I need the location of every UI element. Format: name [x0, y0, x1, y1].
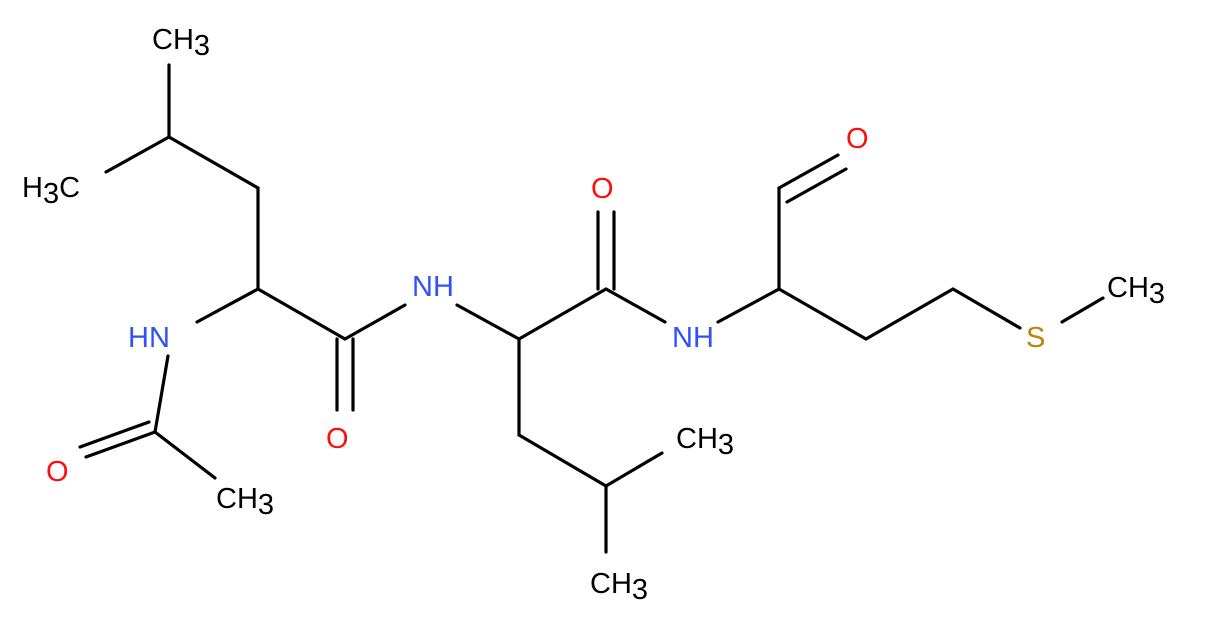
bond [455, 303, 521, 341]
atom-o-amide2: O [591, 173, 614, 205]
bond [951, 287, 1022, 330]
bond [785, 167, 848, 204]
bond [153, 430, 217, 480]
atom-ch3-leu2-a: CH3 [676, 423, 734, 461]
bond [104, 135, 171, 174]
bond [256, 287, 347, 341]
atom-h3c-left: H3C [22, 172, 80, 210]
bond [777, 153, 840, 190]
bond [604, 287, 667, 324]
bond [195, 287, 260, 324]
bond [343, 303, 407, 341]
bond [84, 430, 157, 459]
atom-ch3-s: CH3 [1107, 272, 1165, 310]
bond [517, 287, 608, 341]
bond [716, 287, 781, 324]
atom-ch3-leu2-b: CH3 [590, 568, 648, 606]
atom-o-amide1: O [326, 423, 349, 455]
bond [604, 451, 664, 488]
atom-hn-left: HN [128, 322, 170, 354]
bond [153, 354, 170, 434]
atom-nh-amide2: NH [672, 322, 714, 354]
bond [78, 420, 151, 449]
atom-ch3-top: CH3 [152, 24, 210, 62]
bond [777, 287, 868, 341]
bond [517, 433, 608, 488]
atom-s: S [1026, 322, 1045, 354]
bond [1060, 296, 1105, 324]
bond [864, 287, 955, 341]
atom-nh-amide1: NH [412, 271, 454, 303]
bonds [78, 63, 1105, 554]
atom-o-acetyl: O [46, 456, 69, 488]
atom-labels: CH3 H3C HN O CH3 O NH O NH CH3 CH3 O S C… [22, 24, 1165, 606]
atom-ch3-acetyl: CH3 [216, 483, 274, 521]
atom-o-aldehyde: O [846, 123, 869, 155]
bond [167, 135, 260, 190]
